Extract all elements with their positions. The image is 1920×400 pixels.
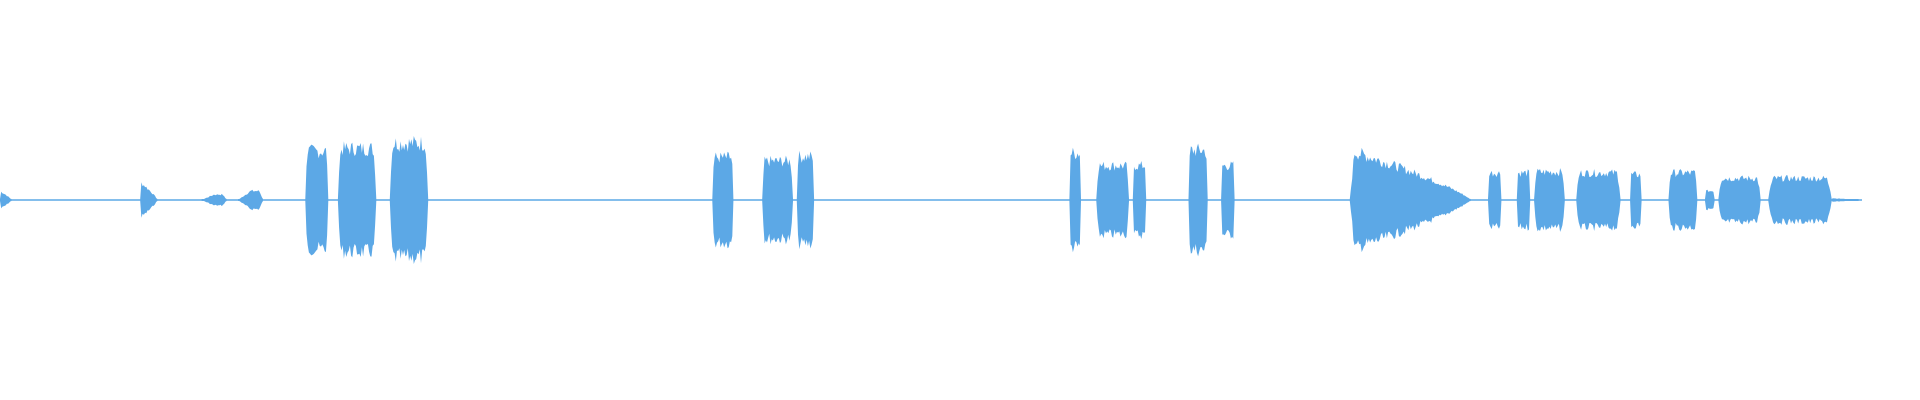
waveform-segment-burst-17 bbox=[1630, 171, 1642, 229]
waveform-segment-burst-10 bbox=[1188, 143, 1208, 257]
waveform-segment-burst-9 bbox=[1132, 161, 1147, 239]
waveform-segment-burst-8 bbox=[1096, 161, 1129, 239]
waveform-segment-burst-15 bbox=[1534, 168, 1565, 232]
waveform-segment-burst-6 bbox=[796, 150, 815, 250]
waveform-segment-burst-20 bbox=[1718, 175, 1761, 225]
waveform-segment-burst-1 bbox=[305, 144, 329, 256]
waveform-segment-burst-18 bbox=[1668, 169, 1698, 231]
waveform-segment-burst-11 bbox=[1221, 161, 1235, 239]
waveform-segment-burst-5 bbox=[762, 155, 793, 245]
waveform-segment-burst-19 bbox=[1705, 189, 1715, 211]
waveform-segment-burst-14 bbox=[1516, 169, 1531, 231]
waveform-segment-burst-16 bbox=[1576, 169, 1621, 231]
waveform-segment-blip-1 bbox=[140, 182, 158, 218]
waveform-segments bbox=[0, 136, 1859, 264]
waveform-segment-burst-12 bbox=[1349, 147, 1471, 253]
waveform-segment-burst-13 bbox=[1488, 170, 1502, 230]
waveform-segment-tail bbox=[1831, 198, 1859, 202]
waveform-segment-blip-3 bbox=[238, 189, 263, 211]
waveform-segment-burst-21 bbox=[1768, 175, 1832, 225]
waveform-segment-click-1 bbox=[0, 191, 12, 209]
waveform-segment-burst-3 bbox=[389, 136, 429, 264]
waveform-segment-burst-7 bbox=[1069, 147, 1081, 253]
waveform-segment-burst-2 bbox=[337, 141, 377, 259]
waveform-segment-burst-4 bbox=[712, 151, 734, 249]
waveform-segment-blip-2 bbox=[201, 193, 227, 207]
